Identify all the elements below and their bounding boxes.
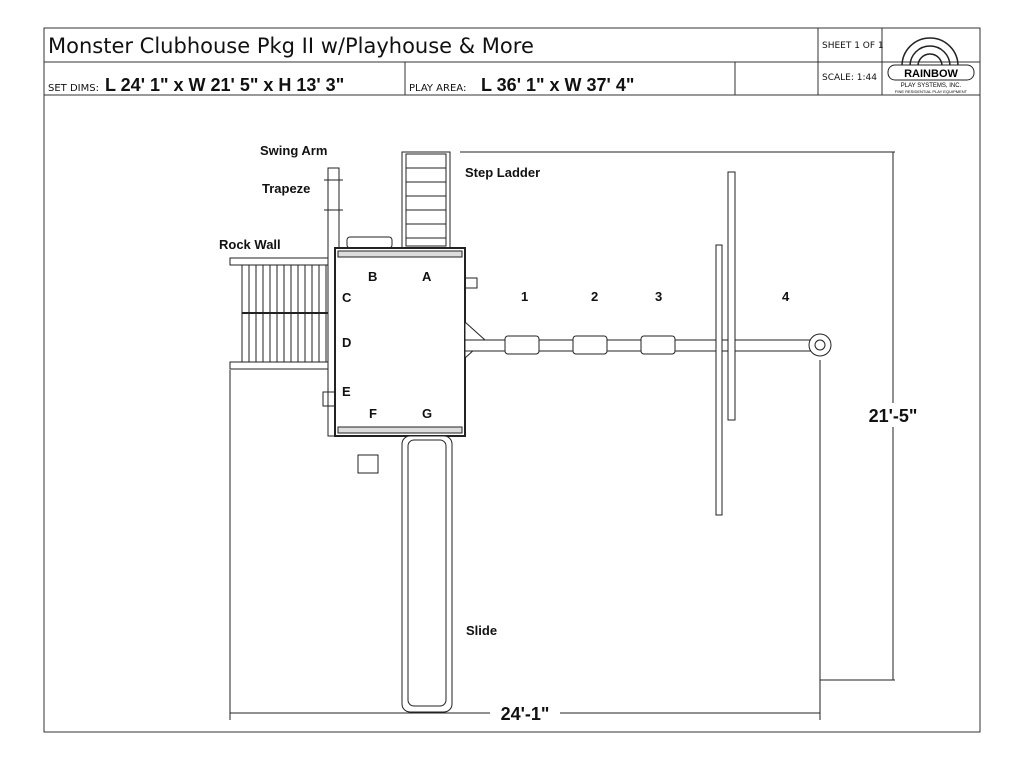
page-title: Monster Clubhouse Pkg II w/Playhouse & M… <box>48 34 534 58</box>
a-frame-leg <box>727 171 736 421</box>
telescope-accessory <box>346 236 393 249</box>
play-area-label: PLAY AREA: <box>409 83 466 94</box>
label-trapeze: Trapeze <box>262 181 310 196</box>
logo-line3: FINE RESIDENTIAL PLAY EQUIPMENT <box>895 89 968 94</box>
logo-line2: PLAY SYSTEMS, INC. <box>901 83 962 89</box>
swing-seat-2 <box>572 335 608 355</box>
rainbow-logo: RAINBOW PLAY SYSTEMS, INC. FINE RESIDENT… <box>887 37 975 94</box>
handle-accessory <box>464 277 478 289</box>
sheet-number: SHEET 1 OF 1 <box>822 41 884 51</box>
deck-letter-g: G <box>422 406 432 421</box>
deck-letter-f: F <box>369 406 377 421</box>
a-frame-leg <box>715 244 723 516</box>
step-ladder <box>401 151 451 249</box>
deck-letter-c: C <box>342 290 352 305</box>
set-dims-value: L 24' 1" x W 21' 5" x H 13' 3" <box>105 75 344 95</box>
label-step-ladder: Step Ladder <box>465 165 540 180</box>
beam-end-post <box>808 333 832 357</box>
swing-position-1: 1 <box>521 289 528 304</box>
dimension-length-label: 24'-1" <box>501 704 550 724</box>
set-dims-label: SET DIMS: <box>48 83 99 94</box>
label-swing-arm: Swing Arm <box>260 143 327 158</box>
side-handle-accessory <box>322 391 336 407</box>
rock-wall <box>229 257 336 370</box>
label-slide: Slide <box>466 623 497 638</box>
swing-position-3: 3 <box>655 289 662 304</box>
dimension-width-label: 21'-5" <box>869 406 918 426</box>
deck-letter-a: A <box>422 269 432 284</box>
logo-name: RAINBOW <box>904 68 958 80</box>
swing-seat-3 <box>640 335 676 355</box>
deck-letter-b: B <box>368 269 377 284</box>
play-area-value: L 36' 1" x W 37' 4" <box>481 75 634 95</box>
deck-letter-e: E <box>342 384 351 399</box>
label-rock-wall: Rock Wall <box>219 237 281 252</box>
trapeze-bar <box>357 454 379 474</box>
scale: SCALE: 1:44 <box>822 73 877 83</box>
swing-seat-1 <box>504 335 540 355</box>
swing-position-2: 2 <box>591 289 598 304</box>
sheet-border <box>43 27 981 733</box>
slide <box>401 435 453 713</box>
clubhouse-deck <box>334 247 466 437</box>
swing-position-4: 4 <box>782 289 790 304</box>
deck-letter-d: D <box>342 335 351 350</box>
